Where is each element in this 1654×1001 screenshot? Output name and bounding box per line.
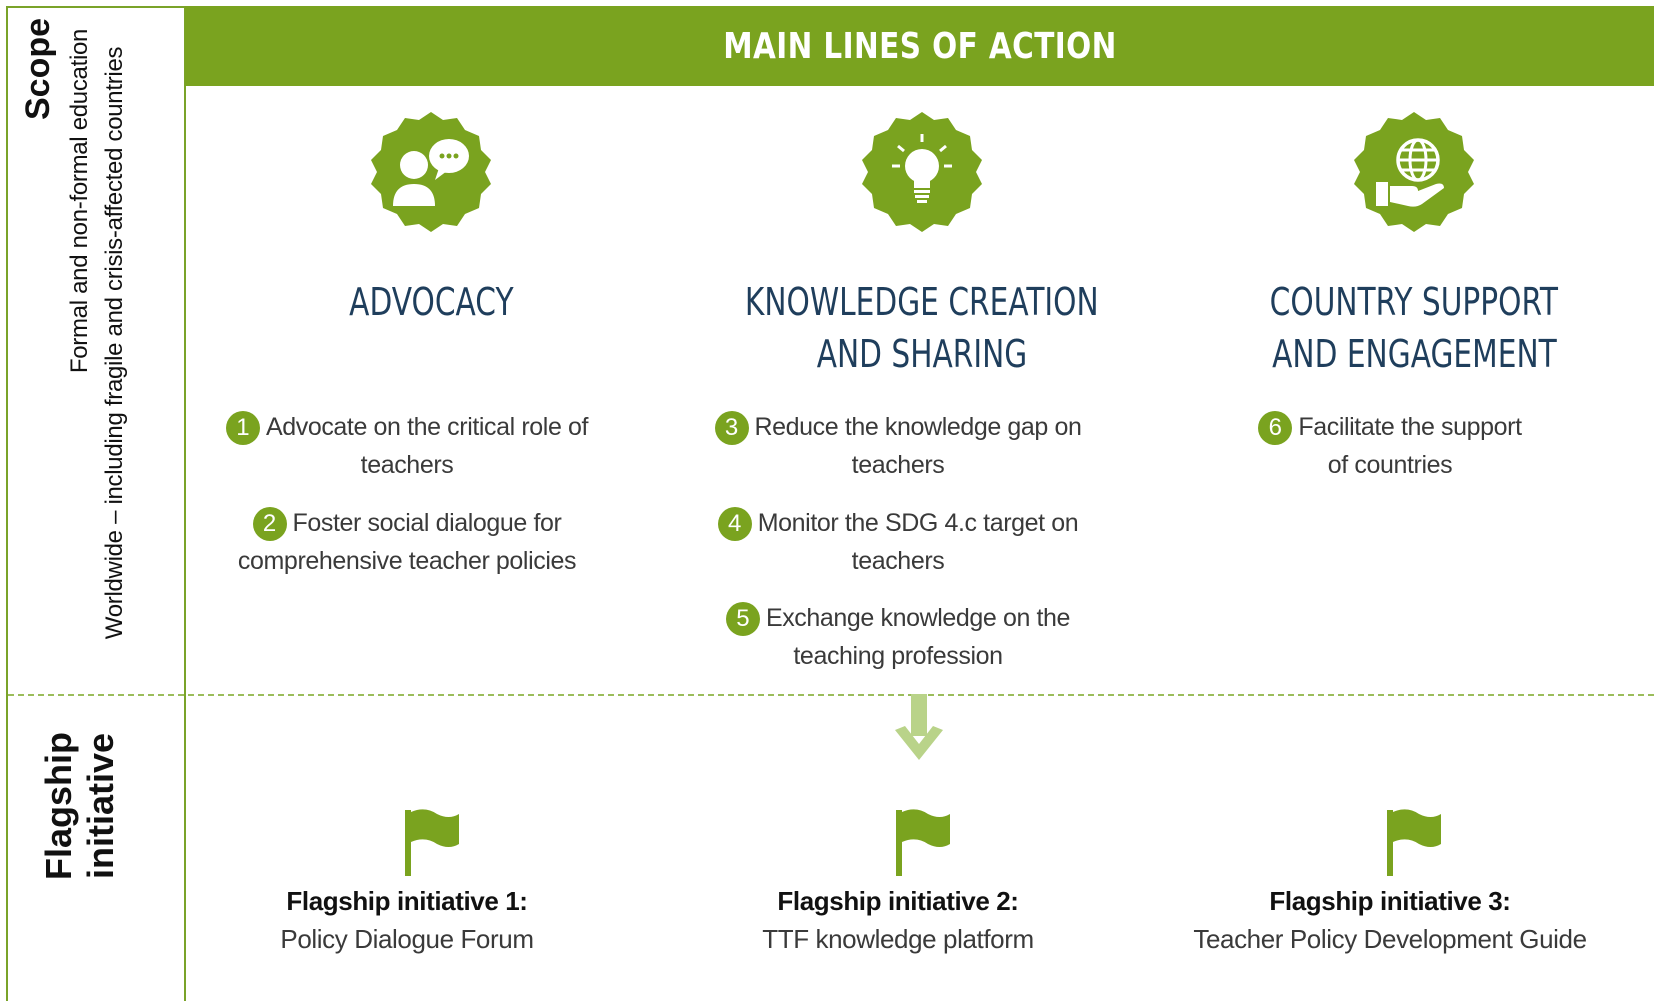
action-item-text-line2: of countries bbox=[1327, 451, 1453, 479]
section-divider bbox=[8, 694, 1654, 696]
item-number-badge: 5 bbox=[725, 602, 760, 637]
advocacy-people-speech-icon bbox=[371, 112, 491, 232]
knowledge-title-line2: AND SHARING bbox=[816, 332, 1028, 376]
item-number-badge: 3 bbox=[714, 411, 749, 446]
flagship-side-label-line1: Flagship bbox=[38, 732, 79, 881]
action-item-text-line2: teachers bbox=[851, 547, 945, 575]
flag-icon bbox=[405, 809, 459, 876]
action-item-text-line1: Facilitate the support bbox=[1298, 413, 1522, 441]
action-item-text-line2: teaching profession bbox=[793, 642, 1003, 670]
lightbulb-icon bbox=[862, 112, 982, 232]
flagship-initiative-2-title: Flagship initiative 2: bbox=[777, 886, 1019, 916]
action-item-text-line1: Reduce the knowledge gap on bbox=[754, 413, 1082, 441]
item-number-badge: 6 bbox=[1258, 411, 1293, 446]
action-item-text-line2: comprehensive teacher policies bbox=[237, 547, 577, 575]
action-item-text-line1: Foster social dialogue for bbox=[292, 509, 562, 537]
knowledge-title-line1: KNOWLEDGE CREATION bbox=[745, 280, 1099, 324]
advocacy-title-line1: ADVOCACY bbox=[348, 280, 514, 324]
flagship-initiative-3-title: Flagship initiative 3: bbox=[1269, 886, 1511, 916]
scope-description-line1: Formal and non-formal education bbox=[66, 28, 93, 374]
action-item-text-line1: Advocate on the critical role of bbox=[265, 413, 589, 441]
flagship-initiative-2-name: TTF knowledge platform bbox=[762, 924, 1034, 954]
advocacy-title: ADVOCACY bbox=[191, 276, 671, 328]
flagship-side-label-line2: initiative bbox=[80, 732, 121, 880]
country-support-title: COUNTRY SUPPORT AND ENGAGEMENT bbox=[1174, 276, 1654, 380]
item-number-badge: 4 bbox=[717, 507, 752, 542]
action-item-text-line2: teachers bbox=[360, 451, 454, 479]
header-title: MAIN LINES OF ACTION bbox=[722, 25, 1117, 67]
side-divider bbox=[184, 6, 186, 1001]
action-item-text-line1: Monitor the SDG 4.c target on bbox=[757, 509, 1079, 537]
left-border bbox=[6, 6, 8, 1001]
globe-in-hand-icon bbox=[1354, 112, 1474, 232]
knowledge-title: KNOWLEDGE CREATION AND SHARING bbox=[682, 276, 1162, 380]
scope-description-line2: Worldwide – including fragile and crisis… bbox=[101, 46, 128, 640]
main-lines-header: MAIN LINES OF ACTION bbox=[185, 6, 1654, 86]
item-number-badge: 1 bbox=[225, 411, 260, 446]
flagship-initiative-1-name: Policy Dialogue Forum bbox=[280, 924, 534, 954]
action-item-text-line2: teachers bbox=[851, 451, 945, 479]
country-support-title-line2: AND ENGAGEMENT bbox=[1271, 332, 1557, 376]
down-arrow-icon bbox=[895, 694, 943, 760]
flag-icon bbox=[1387, 809, 1441, 876]
flagship-side-label: Flagship initiative bbox=[38, 721, 122, 891]
top-border bbox=[6, 6, 186, 8]
action-item-text-line1: Exchange knowledge on the bbox=[765, 604, 1071, 632]
item-number-badge: 2 bbox=[252, 507, 287, 542]
flag-icon bbox=[896, 809, 950, 876]
flagship-initiative-3-name: Teacher Policy Development Guide bbox=[1193, 924, 1587, 954]
scope-label: Scope bbox=[19, 17, 57, 120]
flagship-initiative-1-title: Flagship initiative 1: bbox=[286, 886, 528, 916]
country-support-title-line1: COUNTRY SUPPORT bbox=[1269, 280, 1559, 324]
